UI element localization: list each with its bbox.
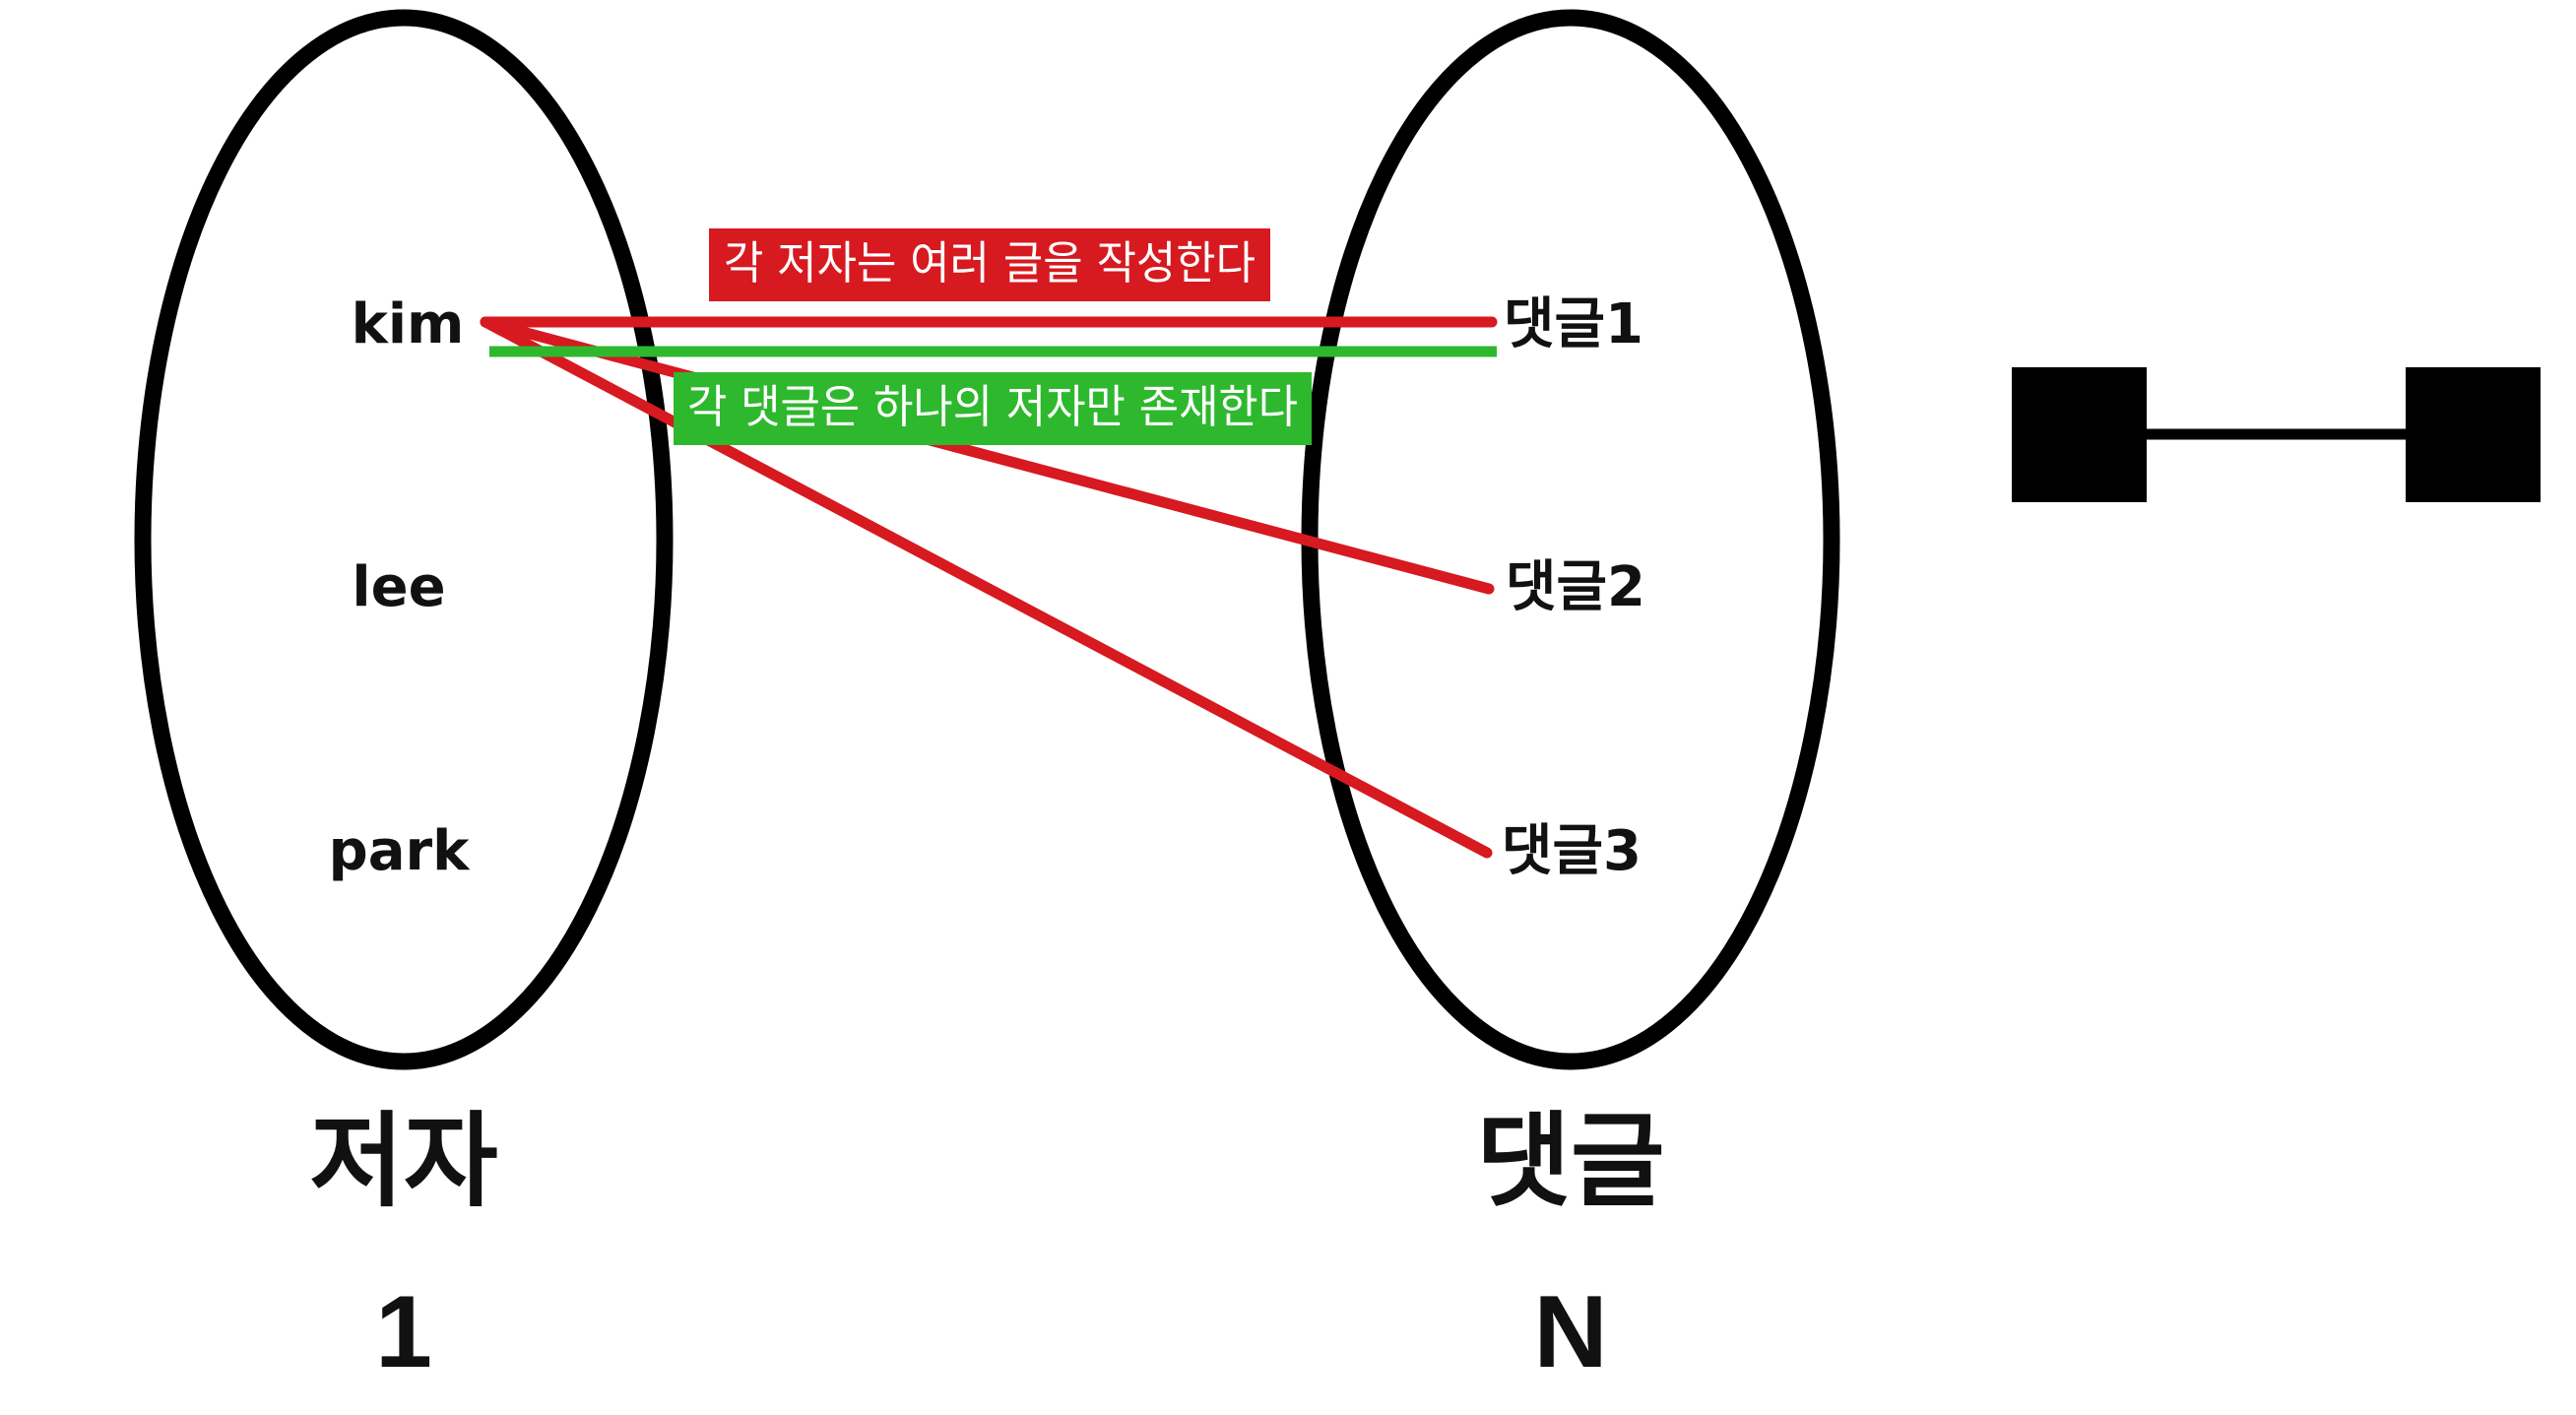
- right-set-title: 댓글: [1476, 1101, 1664, 1221]
- callout-red-text: 각 저자는 여러 글을 작성한다: [724, 236, 1256, 289]
- left-cardinality: 1: [375, 1275, 432, 1389]
- left-set-outline: [134, 9, 674, 1070]
- left-member-lee: lee: [352, 555, 445, 619]
- link-kim-comment3: [480, 316, 1493, 859]
- right-set-outline: [1301, 9, 1840, 1070]
- callout-green-text: 각 댓글은 하나의 저자만 존재한다: [687, 380, 1298, 433]
- callout-red-background: [709, 228, 1270, 301]
- left-member-kim: kim: [352, 292, 465, 356]
- callout-red: 각 저자는 여러 글을 작성한다: [709, 228, 1270, 301]
- left-member-park: park: [329, 819, 471, 883]
- right-cardinality: N: [1533, 1275, 1607, 1389]
- link-kim-comment2: [480, 316, 1495, 595]
- left-set-title: 저자: [309, 1101, 497, 1221]
- right-member-comment3: 댓글3: [1502, 819, 1642, 883]
- connector-left-block: [2012, 367, 2147, 502]
- one-to-one-connector-icon: [2012, 367, 2541, 502]
- right-member-comment1: 댓글1: [1504, 292, 1643, 356]
- callout-green-background: [674, 372, 1312, 445]
- callout-green: 각 댓글은 하나의 저자만 존재한다: [674, 372, 1312, 445]
- right-member-comment2: 댓글2: [1506, 555, 1645, 619]
- connector-right-block: [2406, 367, 2541, 502]
